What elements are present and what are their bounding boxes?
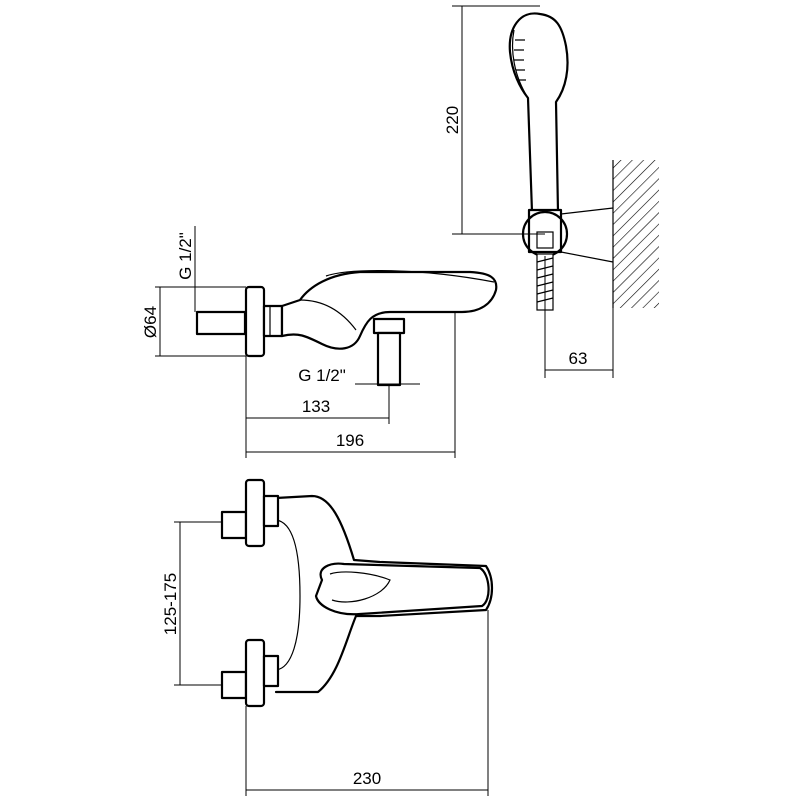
top-body-inner <box>275 519 301 671</box>
mixer-body-curve <box>299 299 357 331</box>
top-handle-inner <box>329 571 391 603</box>
dim-63-label: 63 <box>569 349 588 368</box>
shower-head <box>508 12 569 214</box>
wall-hatch <box>613 160 659 308</box>
upper-inlet-connector <box>220 510 248 540</box>
dim-230-label: 230 <box>353 769 381 788</box>
dim-g-outlet-label: G 1/2" <box>298 366 346 385</box>
upper-flange <box>244 478 266 548</box>
spout-outlet <box>372 317 406 335</box>
inlet-connector <box>195 310 247 336</box>
top-handle <box>314 562 490 616</box>
wall-flange <box>244 285 266 358</box>
mixer-body-top-line <box>325 269 495 283</box>
dim-spacing-label: 125-175 <box>161 573 180 635</box>
mixer-body <box>280 270 498 350</box>
hand-shower-view: 220 63 <box>443 5 659 378</box>
mixer-side-view: G 1/2" Ø64 G 1/2" 133 196 <box>141 226 498 458</box>
bracket-arm-top <box>560 207 614 215</box>
body-spacer <box>262 304 284 338</box>
mixer-top-view: 125-175 230 <box>161 478 494 796</box>
dim-g-inlet-label: G 1/2" <box>176 232 195 280</box>
bracket-clip <box>536 231 554 249</box>
dim-64-label: Ø64 <box>141 306 160 338</box>
lower-spacer <box>262 654 280 688</box>
bracket-arm-bottom <box>560 251 614 263</box>
shower-head-face <box>511 29 529 99</box>
lower-inlet-connector <box>220 670 248 700</box>
dim-196-label: 196 <box>336 431 364 450</box>
outlet-pipe <box>376 331 402 387</box>
upper-spacer <box>262 494 280 528</box>
lower-flange <box>244 638 266 708</box>
dim-133-label: 133 <box>302 397 330 416</box>
shower-head-nozzles <box>514 39 526 81</box>
dim-220-label: 220 <box>443 106 462 134</box>
